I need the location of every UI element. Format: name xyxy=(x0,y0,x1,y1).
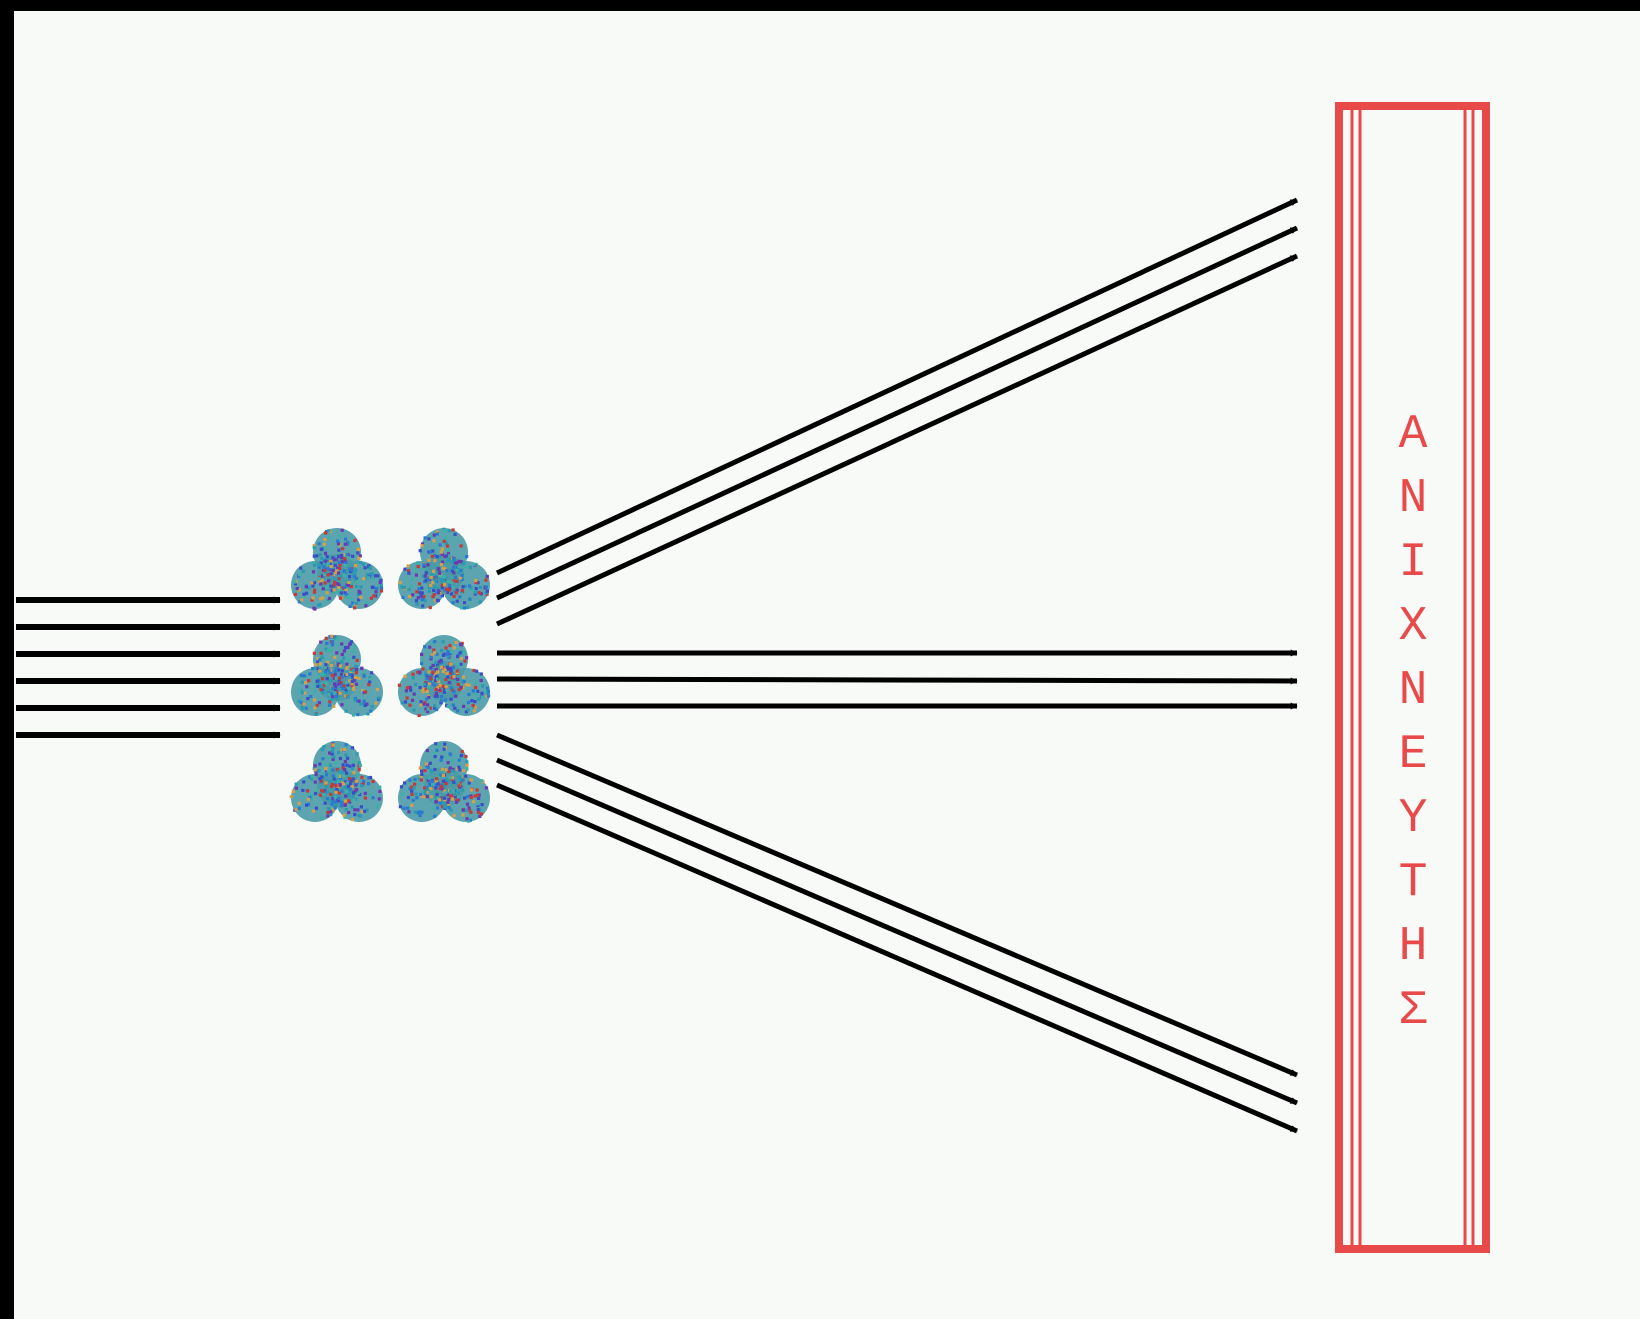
scattered-beam-arrow-lower xyxy=(496,732,1298,1078)
scattered-beams xyxy=(495,197,1299,1134)
cluster-particle-icon xyxy=(291,528,384,611)
scattered-beam-arrow-upper xyxy=(495,253,1299,627)
diagram-panel xyxy=(14,11,1640,1319)
scattered-beam-arrow-lower xyxy=(496,782,1298,1134)
scattered-beam-arrow-straight xyxy=(496,676,1298,685)
scattered-beam-arrow-lower xyxy=(496,757,1298,1106)
scattered-beam-arrow-upper xyxy=(495,225,1299,601)
cluster-particle-icon xyxy=(291,634,383,717)
cluster-particle-icon xyxy=(398,741,490,823)
cluster-particle-icon xyxy=(397,635,491,718)
incident-beam xyxy=(16,596,281,739)
scattered-beam-arrow-upper xyxy=(495,197,1299,576)
detector-frame-outer xyxy=(1335,102,1490,1253)
cluster-particle-icon xyxy=(289,741,383,822)
sample-cluster xyxy=(289,527,491,823)
cluster-particle-icon xyxy=(398,527,490,610)
